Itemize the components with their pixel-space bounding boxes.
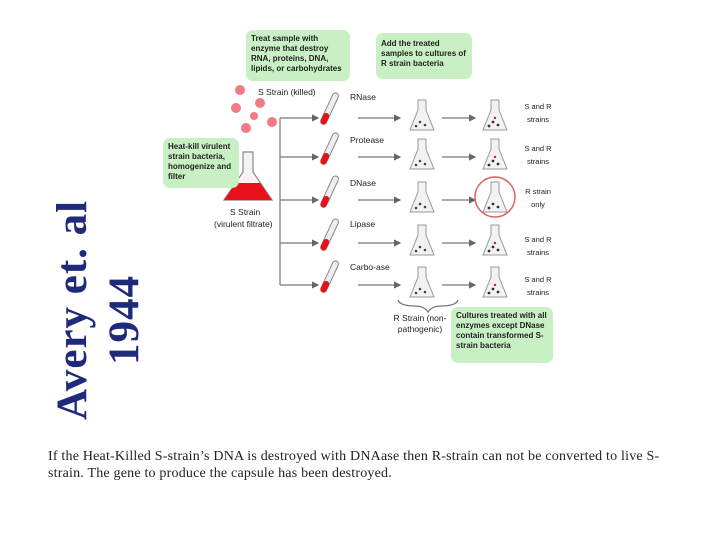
enzyme-label-rnase: RNase — [350, 92, 376, 102]
s-strain-label: S Strain — [230, 207, 261, 217]
cultures-result-box: Cultures treated with all enzymes except… — [451, 307, 553, 363]
s-strain-flask — [222, 151, 274, 201]
enzyme-label-carboase: Carbo-ase — [350, 262, 390, 272]
s-strain-killed-label: S Strain (killed) — [258, 87, 316, 97]
result-flasks — [482, 99, 508, 298]
add-samples-box: Add the treated samples to cultures of R… — [376, 33, 472, 79]
heat-kill-box: Heat-kill virulent strain bacteria, homo… — [163, 138, 239, 188]
enzyme-tubes — [320, 92, 339, 293]
enzyme-label-lipase: Lipase — [350, 219, 376, 229]
r-strain-brace — [397, 299, 459, 314]
virulent-filtrate-label: (virulent filtrate) — [214, 219, 273, 229]
r-strain-label: R Strain (non-pathogenic) — [393, 313, 447, 334]
enzyme-label-protease: Protease — [350, 135, 385, 145]
dnase-result-highlight — [474, 176, 516, 218]
enzyme-label-dnase: DNase — [350, 178, 376, 188]
killed-bacteria-icons — [231, 85, 277, 133]
r-strain-flasks — [409, 99, 435, 298]
treat-sample-box: Treat sample with enzyme that destroy RN… — [246, 30, 350, 81]
caption-text: If the Heat-Killed S-strain’s DNA is des… — [48, 449, 660, 481]
